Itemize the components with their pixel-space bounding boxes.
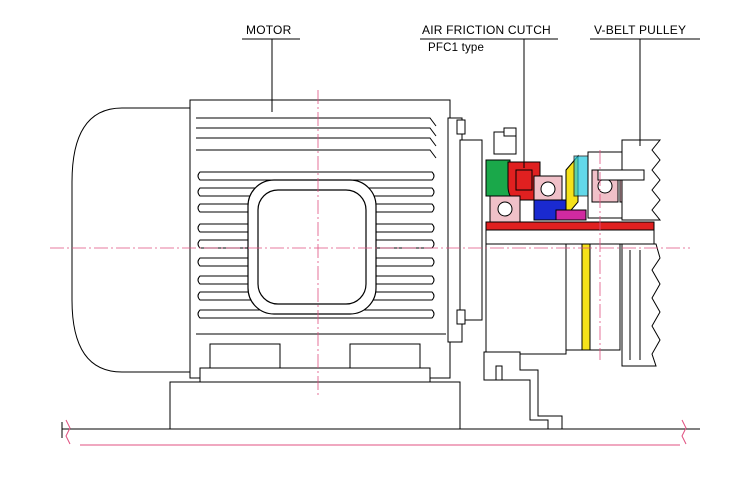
v-belt-pulley (597, 139, 662, 367)
pulley-label: V-BELT PULLEY (594, 23, 687, 37)
motor-body (71, 99, 483, 379)
centerlines (50, 90, 690, 395)
terminal-box (247, 179, 377, 315)
cooling-fins (196, 117, 446, 335)
air-friction-clutch (483, 127, 655, 430)
motor-label: MOTOR (246, 23, 292, 37)
clutch-type-label: PFC1 type (428, 42, 485, 54)
leader-lines (242, 38, 700, 168)
clutch-label: AIR FRICTION CUTCH (422, 23, 551, 37)
motor-feet (169, 343, 461, 430)
